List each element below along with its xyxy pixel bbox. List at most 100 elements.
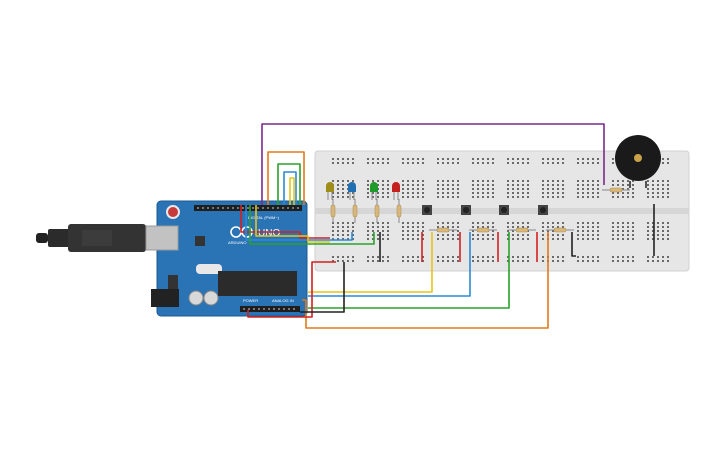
breadboard-hole	[657, 184, 659, 186]
breadboard-hole	[332, 180, 334, 182]
breadboard-hole	[372, 256, 374, 258]
breadboard-hole	[492, 238, 494, 240]
capacitor-2	[203, 290, 219, 306]
breadboard-hole	[517, 226, 519, 228]
breadboard-hole	[647, 192, 649, 194]
reset-button[interactable]	[166, 205, 180, 219]
breadboard-hole	[447, 158, 449, 160]
breadboard-hole	[457, 222, 459, 224]
breadboard-hole	[367, 260, 369, 262]
breadboard-hole	[347, 184, 349, 186]
breadboard-hole	[337, 184, 339, 186]
green-led	[370, 182, 378, 192]
breadboard-hole	[342, 188, 344, 190]
breadboard-hole	[422, 226, 424, 228]
header-pin	[197, 207, 199, 209]
breadboard-hole	[647, 180, 649, 182]
breadboard-hole	[337, 162, 339, 164]
breadboard-hole	[482, 238, 484, 240]
breadboard-hole	[387, 196, 389, 198]
breadboard-hole	[372, 180, 374, 182]
breadboard-hole	[592, 162, 594, 164]
breadboard-hole	[657, 230, 659, 232]
breadboard-hole	[562, 188, 564, 190]
breadboard-hole	[597, 188, 599, 190]
breadboard-hole	[587, 222, 589, 224]
breadboard-hole	[452, 234, 454, 236]
breadboard-hole	[597, 180, 599, 182]
breadboard-hole	[552, 162, 554, 164]
breadboard-hole	[612, 222, 614, 224]
breadboard-hole	[407, 188, 409, 190]
breadboard-hole	[422, 162, 424, 164]
breadboard-hole	[557, 222, 559, 224]
breadboard-hole	[592, 256, 594, 258]
breadboard-hole	[387, 226, 389, 228]
breadboard-hole	[347, 196, 349, 198]
breadboard-hole	[552, 256, 554, 258]
breadboard-hole	[352, 192, 354, 194]
blue-wire	[283, 171, 297, 205]
breadboard-hole	[347, 230, 349, 232]
blue-led	[348, 182, 356, 192]
breadboard-hole	[437, 196, 439, 198]
breadboard-hole	[337, 180, 339, 182]
breadboard-hole	[617, 260, 619, 262]
breadboard-hole	[582, 226, 584, 228]
header-pin	[273, 308, 275, 310]
breadboard-hole	[437, 256, 439, 258]
breadboard-hole	[422, 192, 424, 194]
breadboard-hole	[597, 192, 599, 194]
breadboard-hole	[447, 256, 449, 258]
capacitor-1	[188, 290, 204, 306]
breadboard-hole	[662, 222, 664, 224]
breadboard-hole	[627, 234, 629, 236]
breadboard-hole	[402, 192, 404, 194]
breadboard-hole	[452, 184, 454, 186]
breadboard-hole	[477, 238, 479, 240]
breadboard-hole	[577, 184, 579, 186]
breadboard-hole	[542, 260, 544, 262]
breadboard-hole	[457, 192, 459, 194]
resistor	[352, 204, 358, 218]
arduino-board[interactable]: UNO ARDUINO DIGITAL (PWM~) POWER ANALOG …	[145, 200, 308, 317]
breadboard-hole	[482, 222, 484, 224]
breadboard-hole	[632, 188, 634, 190]
power-label: POWER	[243, 298, 258, 303]
breadboard-hole	[442, 238, 444, 240]
breadboard-hole	[522, 222, 524, 224]
breadboard-hole	[387, 256, 389, 258]
breadboard-hole	[507, 222, 509, 224]
breadboard-hole	[587, 188, 589, 190]
breadboard-hole	[402, 184, 404, 186]
green-wire	[277, 163, 301, 205]
breadboard-hole	[402, 260, 404, 262]
breadboard-hole	[597, 260, 599, 262]
breadboard-hole	[512, 188, 514, 190]
breadboard-hole	[647, 222, 649, 224]
green-wire	[308, 232, 510, 309]
piezo-buzzer[interactable]	[615, 135, 661, 188]
breadboard-hole	[652, 180, 654, 182]
breadboard-hole	[612, 256, 614, 258]
pushbutton-cap	[463, 207, 469, 213]
breadboard-hole	[337, 196, 339, 198]
breadboard-hole	[662, 256, 664, 258]
breadboard-hole	[552, 226, 554, 228]
breadboard-hole	[377, 162, 379, 164]
breadboard-hole	[382, 162, 384, 164]
breadboard-hole	[447, 180, 449, 182]
header-pin	[242, 207, 244, 209]
breadboard-hole	[527, 162, 529, 164]
breadboard-hole	[332, 226, 334, 228]
pushbutton-cap	[540, 207, 546, 213]
breadboard-hole	[662, 180, 664, 182]
breadboard-hole	[337, 238, 339, 240]
breadboard-hole	[447, 192, 449, 194]
breadboard-hole	[627, 230, 629, 232]
breadboard-hole	[407, 234, 409, 236]
breadboard-hole	[347, 180, 349, 182]
breadboard-hole	[457, 226, 459, 228]
breadboard-hole	[647, 196, 649, 198]
